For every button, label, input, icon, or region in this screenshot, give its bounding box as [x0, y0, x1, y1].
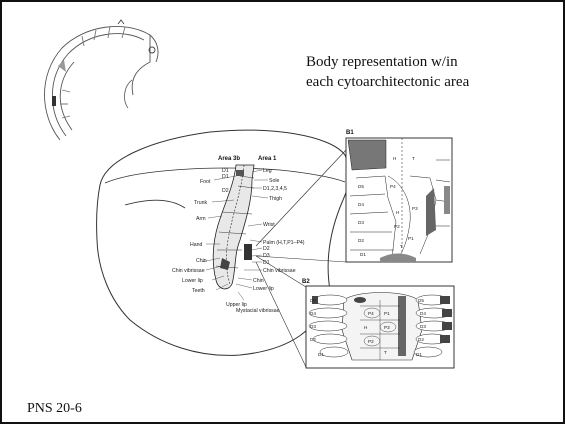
b1-top-h: H [393, 156, 396, 161]
label-hand-d3: D3 [263, 253, 270, 259]
b2-p4: P4 [368, 311, 374, 316]
panel-b1-label: B1 [346, 130, 354, 136]
label-lower-lip-left: Lower lip [182, 278, 203, 284]
b1-d4: D4 [358, 202, 364, 207]
b2-p3: P3 [384, 325, 390, 330]
area-3b-label: Area 3b [218, 156, 240, 162]
b1-p2: P2 [394, 224, 400, 229]
label-trunk: Trunk [194, 200, 207, 206]
b2-left-d4: D4 [310, 311, 316, 316]
b2-p2: P2 [368, 339, 374, 344]
b2-p1: P1 [384, 311, 390, 316]
label-leg: Leg [263, 168, 272, 174]
b1-d2: D2 [358, 238, 364, 243]
b2-h: H [364, 325, 367, 330]
b1-d1: D1 [360, 252, 366, 257]
label-hand: Hand [190, 242, 203, 248]
b2-right-d1: D1 [416, 352, 422, 357]
label-sole: Sole [269, 178, 279, 184]
label-teeth: Teeth [192, 288, 205, 294]
label-chin-vibrissae-right: Chin vibrissae [263, 268, 296, 274]
b2-right-d4: D4 [420, 311, 426, 316]
b1-p3: P3 [412, 206, 418, 211]
coronal-section-illustration [45, 20, 159, 140]
label-chin: Chin [196, 258, 207, 264]
b1-h: H [396, 210, 399, 215]
label-foot-digits: D1,2,3,4,5 [263, 186, 287, 192]
label-mystacial-vibrissae: Mystacial vibrissae [236, 308, 280, 314]
label-chin-vibrissae-left: Chin vibrissae [172, 268, 205, 274]
b1-p1: P1 [408, 236, 414, 241]
b1-t: T [400, 244, 403, 249]
b2-right-d3: D3 [420, 324, 426, 329]
b2-left-d2: D2 [310, 337, 316, 342]
label-hand-d2: D2 [263, 246, 270, 252]
somatotopic-strip [213, 165, 254, 289]
b2-right-d5: D5 [418, 298, 424, 303]
b1-d5: D5 [358, 184, 364, 189]
label-foot-d2: D2 [222, 188, 229, 194]
label-arm: Arm [196, 216, 206, 222]
label-chin-right: Chin [253, 278, 264, 284]
b2-right-d2: D2 [418, 337, 424, 342]
area-1-label: Area 1 [258, 156, 277, 162]
panel-b2: B2 D5 [302, 279, 454, 368]
panel-b1: B1 H T D5 D4 D3 D2 D1 P4 P3 P2 P1 T H [346, 130, 452, 262]
b2-left-d5: D5 [310, 298, 316, 303]
b2-left-d3: D3 [310, 324, 316, 329]
label-foot-d1b: D1 [222, 174, 229, 180]
label-foot: Foot [200, 179, 211, 185]
b2-left-d1: D1 [318, 352, 324, 357]
b1-top-t: T [412, 156, 415, 161]
b1-p4: P4 [390, 184, 396, 189]
b2-t: T [384, 350, 387, 355]
label-lower-lip-right: Lower lip [253, 286, 274, 292]
label-thigh: Thigh [269, 196, 282, 202]
panel-b2-label: B2 [302, 279, 310, 285]
b1-d3: D3 [358, 220, 364, 225]
